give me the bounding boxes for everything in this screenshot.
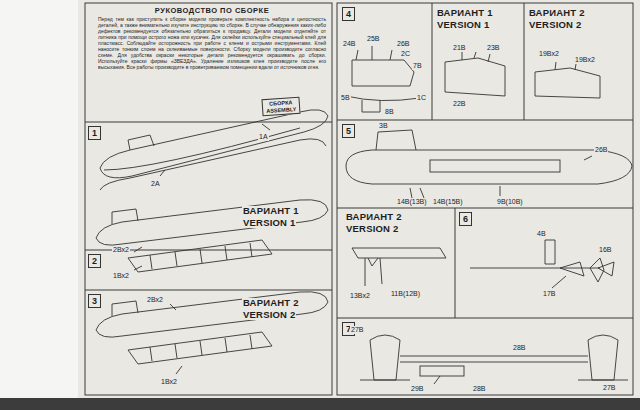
part-number: 28B: [472, 385, 486, 393]
variant-heading: ВАРИАНТ 1: [436, 8, 494, 18]
part-number: 16B: [598, 246, 612, 254]
paper-sheet: [78, 0, 640, 398]
variant-heading: VERSION 2: [242, 310, 296, 320]
part-number: 2C: [400, 50, 411, 58]
part-number: 1A: [258, 133, 269, 141]
step-number: 1: [88, 126, 101, 140]
variant-heading: VERSION 2: [345, 224, 399, 234]
part-number: 11B(12B): [390, 290, 421, 298]
variant-heading: VERSION 1: [436, 20, 490, 30]
step-number: 2: [88, 254, 101, 268]
part-number: 2A: [150, 180, 161, 188]
part-number: 28B: [512, 344, 526, 352]
part-number: 19Bx2: [538, 50, 560, 58]
part-number: 23B: [486, 44, 500, 52]
part-number: 9B(10B): [496, 198, 524, 206]
step-number-text: 3: [92, 295, 97, 307]
step-number: 6: [459, 212, 472, 226]
part-number: 2Bx2: [146, 296, 164, 304]
part-number: 1C: [416, 94, 427, 102]
table-edge: [0, 398, 640, 410]
step-number-text: 4: [346, 8, 351, 20]
part-number: 1Bx2: [112, 272, 130, 280]
part-number: 1Bx2: [160, 378, 178, 386]
variant-heading: VERSION 2: [528, 20, 582, 30]
assembly-stamp: СБОРКАASSEMBLY: [261, 97, 300, 117]
part-number: 29B: [410, 385, 424, 393]
part-number: 26B: [594, 146, 608, 154]
variant-heading: ВАРИАНТ 1: [242, 206, 300, 216]
part-number: 21B: [452, 44, 466, 52]
part-number: 2Bx2: [112, 246, 130, 254]
sheet-heading: РУКОВОДСТВО ПО СБОРКЕ: [98, 6, 326, 16]
part-number: 8B: [384, 108, 395, 116]
part-number: 3B: [378, 122, 389, 130]
step-number: 4: [342, 7, 355, 21]
part-number: 27B: [602, 384, 616, 392]
part-number: 27B: [350, 326, 364, 334]
instruction-paragraph: Перед тем как приступить к сборке модели…: [98, 16, 326, 70]
part-number: 24B: [342, 40, 356, 48]
part-drawings: [96, 46, 632, 384]
part-number: 13Bx2: [349, 292, 371, 300]
part-number: 7B: [412, 62, 423, 70]
variant-heading: VERSION 1: [242, 218, 296, 228]
part-number: 14B(13B): [396, 198, 428, 206]
part-number: 5B: [340, 94, 351, 102]
variant-heading: ВАРИАНТ 2: [345, 212, 403, 222]
part-number: 17B: [542, 290, 556, 298]
stamp-text: ASSEMBLY: [266, 105, 296, 114]
part-number: 19Bx2: [574, 56, 596, 64]
part-number: 22B: [452, 100, 466, 108]
panel-frames: [85, 3, 633, 395]
step-number: 3: [88, 294, 101, 308]
part-number: 4B: [536, 230, 547, 238]
variant-heading: ВАРИАНТ 2: [242, 298, 300, 308]
step-number-text: 1: [92, 127, 97, 139]
step-number-text: 6: [463, 213, 468, 225]
step-number: 5: [342, 124, 355, 138]
step-number-text: 5: [346, 125, 351, 137]
step-number-text: 2: [92, 255, 97, 267]
part-number: 26B: [396, 40, 410, 48]
variant-heading: ВАРИАНТ 2: [528, 8, 586, 18]
part-number: 25B: [366, 35, 380, 43]
instruction-text-box: РУКОВОДСТВО ПО СБОРКЕПеред тем как прист…: [98, 6, 326, 70]
part-number: 14B(15B): [432, 198, 464, 206]
